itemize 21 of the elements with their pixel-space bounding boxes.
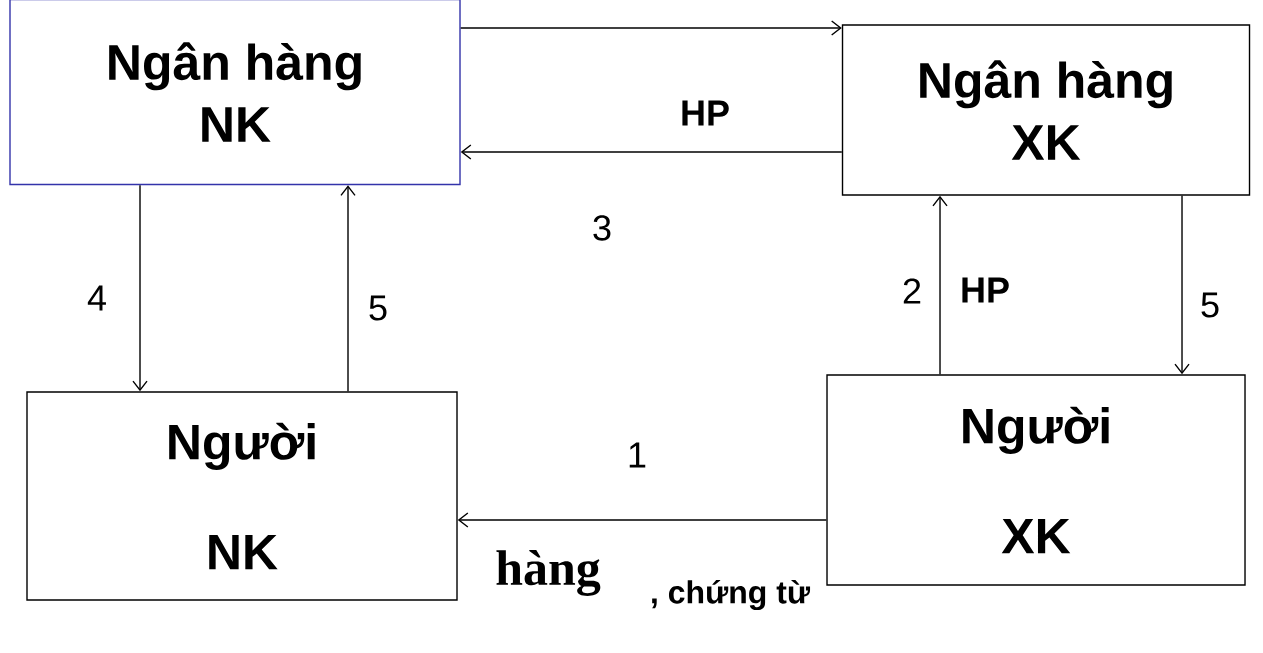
process-box: Ngân hàng NK (9, 0, 461, 186)
arrow (460, 144, 843, 160)
arrow (460, 20, 842, 36)
process-box: Ngân hàng XK (841, 24, 1251, 196)
edge-label: 5 (1201, 292, 1219, 318)
edge-label: HP (682, 100, 729, 126)
edge-label: 4 (87, 285, 106, 311)
step-number: 1 (629, 442, 646, 468)
arrow (932, 195, 948, 375)
arrow (1174, 195, 1190, 375)
note-text: , chứng từ (652, 579, 811, 611)
process-box: Người NK (26, 391, 458, 601)
step-number: 3 (593, 215, 611, 241)
edge-label: HP (962, 277, 1009, 303)
edge-label: 5 (369, 295, 387, 321)
arrow (457, 512, 827, 528)
step-number: 2 (903, 278, 921, 304)
process-box: Người XK (826, 374, 1246, 586)
arrow (132, 184, 148, 392)
arrow (340, 185, 356, 392)
note-text: hàng (496, 550, 601, 596)
